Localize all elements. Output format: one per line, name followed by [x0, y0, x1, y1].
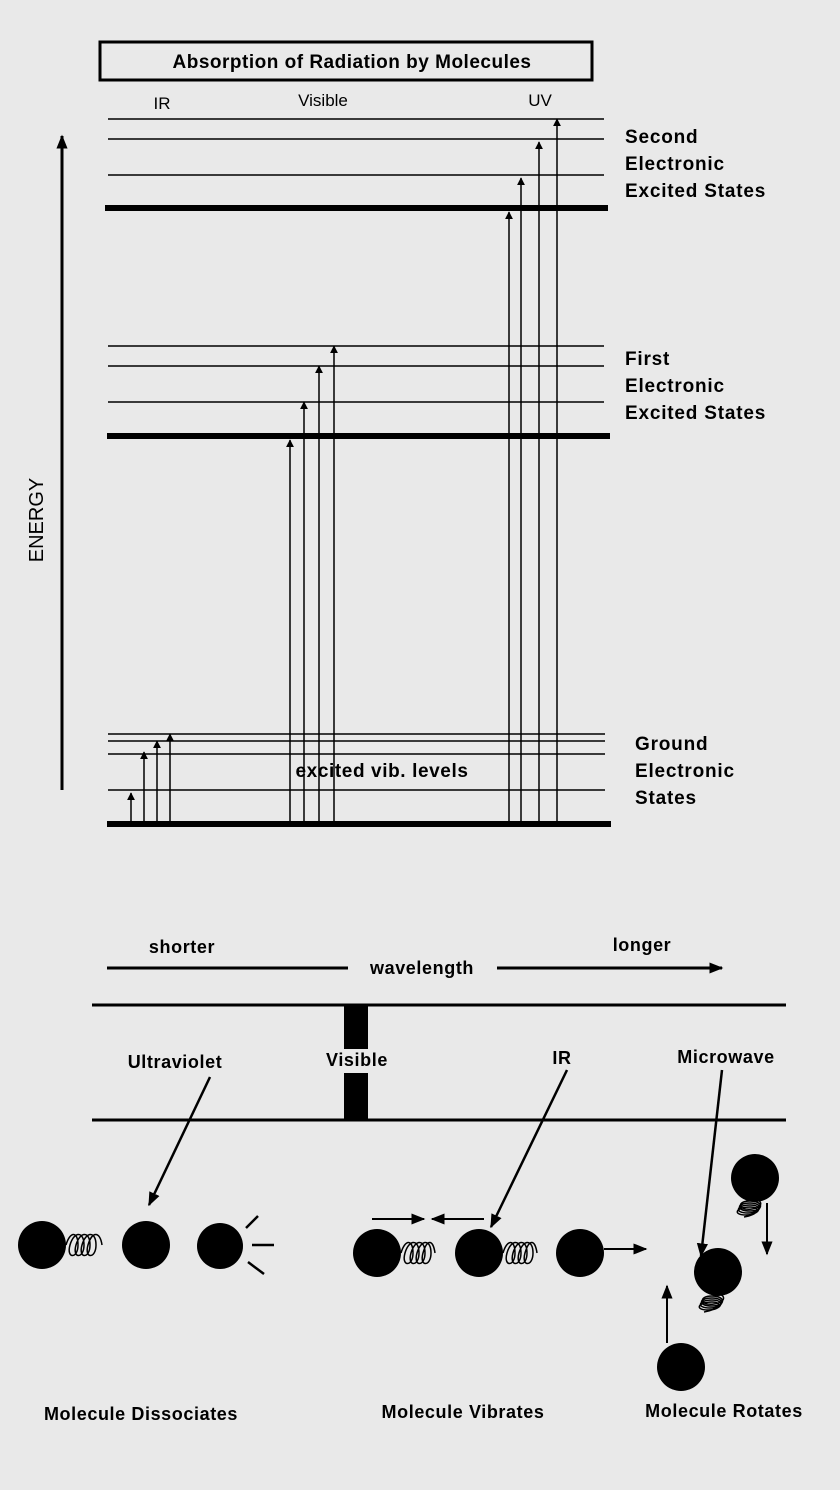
region-label-ir: IR: [154, 94, 171, 113]
first-state-label: First Electronic Excited States: [625, 349, 766, 424]
excited-vib-levels-label: excited vib. levels: [296, 761, 469, 782]
dissociating-molecule: [18, 1215, 274, 1275]
shorter-label: shorter: [149, 937, 215, 957]
rotating-molecule: [657, 1154, 779, 1391]
uv-transition-arrows: [505, 118, 561, 822]
ultraviolet-label: Ultraviolet: [128, 1052, 223, 1072]
ground-state-levels: [107, 733, 611, 827]
ir-transition-arrows: [127, 733, 174, 822]
first-excited-state-levels: [107, 345, 610, 439]
ir-spectrum-label: IR: [552, 1048, 571, 1068]
region-label-visible: Visible: [298, 91, 348, 110]
visible-transition-arrows: [286, 345, 338, 822]
molecule-rotates-label: Molecule Rotates: [645, 1401, 803, 1421]
second-excited-state-levels: [105, 118, 608, 211]
wavelength-label: wavelength: [369, 958, 474, 978]
diagram-title: Absorption of Radiation by Molecules: [173, 52, 532, 73]
microwave-pointer-arrow: [696, 1069, 724, 1258]
title-box: Absorption of Radiation by Molecules: [98, 40, 594, 82]
second-state-label: Second Electronic Excited States: [625, 127, 766, 202]
molecule-vibrates-label: Molecule Vibrates: [382, 1402, 545, 1422]
energy-axis-label: ENERGY: [26, 478, 48, 562]
visible-spectrum-label: Visible: [326, 1050, 388, 1070]
ground-state-label: Ground Electronic States: [635, 734, 741, 809]
longer-label: longer: [613, 935, 672, 955]
microwave-label: Microwave: [677, 1047, 774, 1067]
molecule-dissociates-label: Molecule Dissociates: [44, 1404, 238, 1424]
vibrating-molecule: [353, 1213, 648, 1277]
ultraviolet-pointer-arrow: [147, 1076, 212, 1207]
region-label-uv: UV: [528, 91, 552, 110]
ir-pointer-arrow: [489, 1069, 569, 1229]
